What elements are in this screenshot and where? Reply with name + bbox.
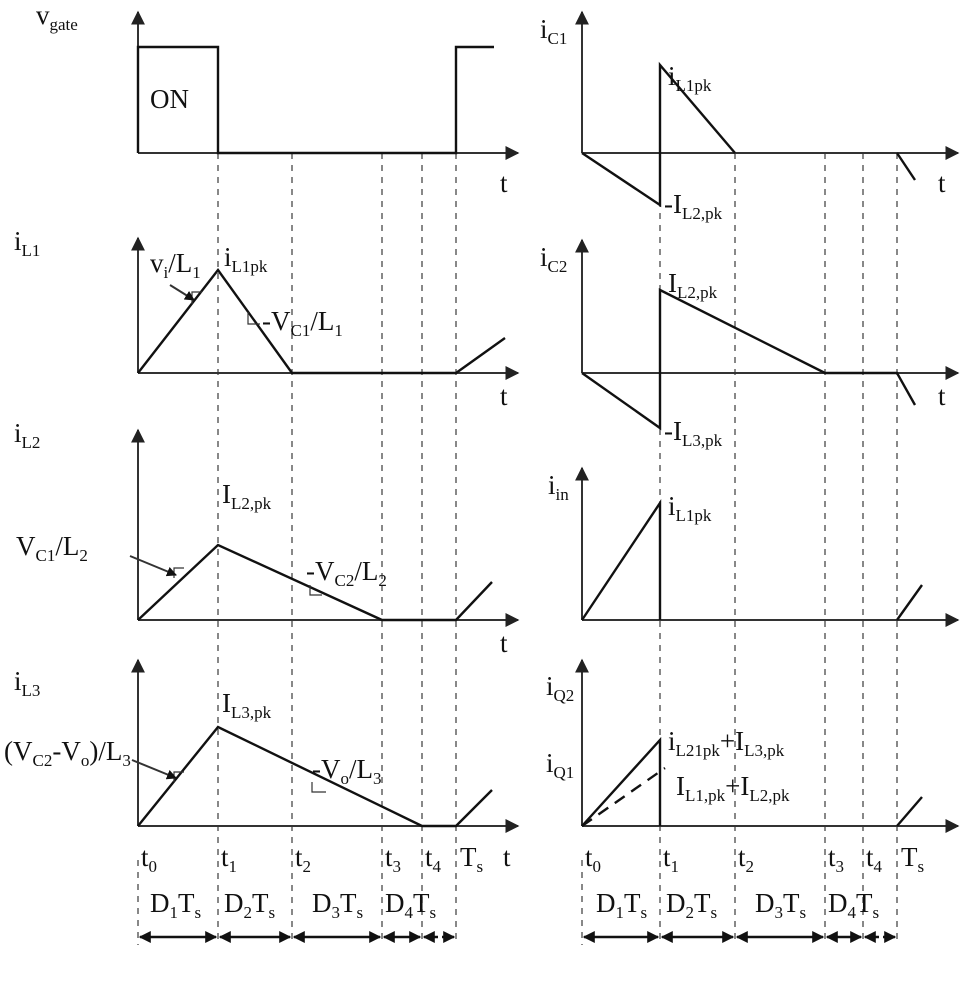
interval-labels-left: D1Ts D2Ts D3Ts D4Ts [150, 888, 436, 922]
slope-marker [311, 782, 326, 793]
svg-text:D4Ts: D4Ts [828, 888, 879, 922]
iC1-label: iC1 [540, 14, 567, 48]
iC1-waveform [581, 61, 916, 208]
svg-text:D2Ts: D2Ts [224, 888, 275, 922]
svg-text:t3: t3 [828, 842, 844, 876]
iin-peak-label: iL1pk [668, 491, 712, 525]
neg-VC1-over-L1-label: -VC1/L1 [262, 306, 343, 340]
svg-text:D1Ts: D1Ts [596, 888, 647, 922]
IL3pk-label: IL3,pk [222, 688, 272, 722]
svg-text:Ts: Ts [460, 842, 483, 876]
svg-text:t4: t4 [425, 842, 442, 876]
iC2-label: iC2 [540, 242, 567, 276]
iC2-peak-label: IL2,pk [668, 268, 718, 302]
svg-text:D2Ts: D2Ts [666, 888, 717, 922]
iL2-waveform [137, 543, 493, 622]
svg-text:t3: t3 [385, 842, 401, 876]
iL3-waveform [137, 725, 493, 828]
t-axis-label: t [500, 381, 508, 411]
iC2-neg-peak-label: -IL3,pk [664, 416, 723, 450]
vgate-label: vgate [36, 0, 78, 34]
time-marks-left: t0 t1 t2 t3 t4 Ts t [141, 842, 511, 876]
svg-text:D3Ts: D3Ts [312, 888, 363, 922]
svg-text:Ts: Ts [901, 842, 924, 876]
time-marks-right: t0 t1 t2 t3 t4 Ts [585, 842, 924, 876]
svg-text:t1: t1 [663, 842, 679, 876]
interval-labels-right: D1Ts D2Ts D3Ts D4Ts [596, 888, 879, 922]
svg-text:D4Ts: D4Ts [385, 888, 436, 922]
iQ1-peak-label: IL1,pk+IL2,pk [676, 771, 790, 805]
neg-VC2-over-L2-label: -VC2/L2 [306, 556, 387, 590]
on-label: ON [150, 84, 189, 114]
pointer-arrow [131, 759, 177, 780]
t-axis-label: t [500, 628, 508, 658]
iQ2-waveform [581, 736, 923, 827]
VC2-minus-Vo-over-L3-label: (VC2-Vo)/L3 [4, 736, 131, 770]
slope-marker [173, 567, 184, 578]
iC1-peak-label: iL1pk [668, 61, 712, 95]
iC1-neg-peak-label: -IL2,pk [664, 189, 723, 223]
iin-label: iin [548, 470, 569, 504]
IL2pk-label: IL2,pk [222, 479, 272, 513]
iin-waveform [581, 499, 923, 621]
iQ2-label: iQ2 [546, 671, 574, 705]
iL3-label: iL3 [14, 666, 40, 700]
neg-Vo-over-L3-label: -Vo/L3 [312, 754, 382, 788]
slope-marker [309, 585, 322, 596]
svg-text:t2: t2 [738, 842, 754, 876]
iL1-label: iL1 [14, 226, 40, 260]
iQ2-peak-label: iL21pk+IL3,pk [668, 726, 785, 760]
svg-text:t0: t0 [585, 842, 601, 876]
svg-text:t2: t2 [295, 842, 311, 876]
svg-text:t0: t0 [141, 842, 157, 876]
pointer-arrow [169, 284, 195, 301]
slope-marker [247, 312, 260, 325]
pointer-arrow [129, 555, 177, 577]
svg-text:t: t [503, 842, 511, 872]
vgate-waveform [136, 45, 494, 155]
VC1-over-L2-label: VC1/L2 [16, 531, 88, 565]
iL2-label: iL2 [14, 418, 40, 452]
t-axis-label: t [938, 381, 946, 411]
iL1-waveform [137, 267, 506, 375]
svg-text:t1: t1 [221, 842, 237, 876]
svg-text:D3Ts: D3Ts [755, 888, 806, 922]
t-axis-label: t [938, 168, 946, 198]
t-axis-label: t [500, 168, 508, 198]
iQ1-waveform [581, 767, 666, 827]
iQ1-label: iQ1 [546, 748, 574, 782]
iL1pk-label: iL1pk [224, 242, 268, 276]
right-axes [575, 10, 960, 833]
iC2-waveform [581, 288, 917, 431]
svg-text:t4: t4 [866, 842, 883, 876]
left-axes [131, 10, 520, 833]
vi-over-L1-label: vi/L1 [150, 248, 201, 282]
svg-text:D1Ts: D1Ts [150, 888, 201, 922]
